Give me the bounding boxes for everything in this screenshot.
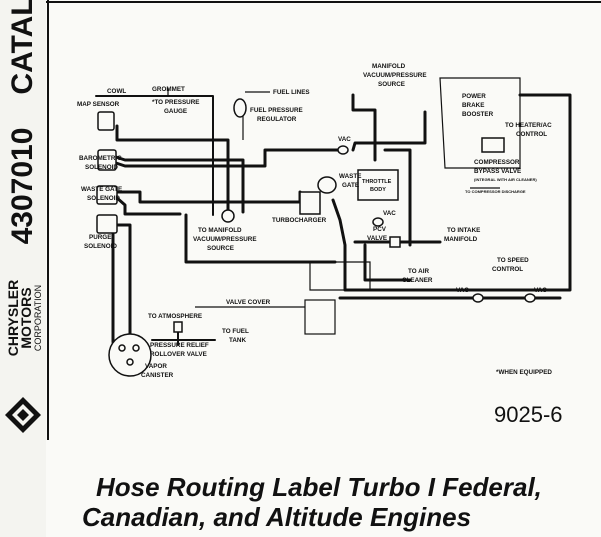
waste-gate-actuator — [317, 176, 337, 194]
label-manifold-top-2: VACUUM/PRESSURE — [363, 72, 427, 79]
brake-booster-outline — [439, 77, 521, 169]
label-fuel-lines: FUEL LINES — [273, 89, 310, 96]
label-vac-1: VAC — [338, 136, 351, 143]
label-brake-1: POWER — [462, 93, 486, 100]
label-cowl: COWL — [107, 88, 126, 95]
canister-port-1 — [118, 344, 126, 352]
throttle-body — [357, 169, 399, 201]
barometric-solenoid — [97, 149, 117, 171]
label-fuel-regulator-1: FUEL PRESSURE — [250, 107, 303, 114]
map-sensor — [97, 111, 115, 131]
label-speed-1: TO SPEED — [497, 257, 529, 264]
label-to-fuel-tank-1: TO FUEL — [222, 328, 249, 335]
canister-port-2 — [132, 344, 140, 352]
caption-line2: Canadian, and Altitude Engines — [82, 502, 472, 532]
label-throttle-1: THROTTLE — [362, 179, 392, 185]
label-to-intake-2: MANIFOLD — [444, 236, 478, 243]
pcv-valve — [389, 236, 401, 248]
label-vac-4: VAC — [534, 287, 547, 294]
label-purge-2: SOLENOID — [84, 243, 117, 250]
label-to-compressor: TO COMPRESSOR DISCHARGE — [465, 189, 526, 194]
cowl-line — [95, 95, 214, 216]
label-pcv-2: VALVE — [367, 235, 387, 242]
label-fuel-regulator-2: REGULATOR — [257, 116, 297, 123]
compressor-bypass-valve — [481, 137, 505, 153]
label-to-manifold-3: SOURCE — [207, 245, 234, 252]
label-speed-2: CONTROL — [492, 266, 523, 273]
label-vapor-2: CANISTER — [141, 372, 174, 379]
label-to-fuel-tank-2: TANK — [229, 337, 246, 344]
label-turbocharger: TURBOCHARGER — [272, 217, 327, 224]
figure-number: 9025-6 — [494, 402, 563, 427]
map-sensor-hose — [115, 124, 230, 214]
turbocharger — [299, 191, 321, 215]
engine-outline — [309, 261, 371, 291]
label-waste-gate-2: GATE — [342, 182, 359, 189]
label-to-manifold-1: TO MANIFOLD — [198, 227, 242, 234]
pressure-relief-valve — [173, 321, 183, 333]
label-purge-1: PURGE — [89, 234, 111, 241]
vac-fitting-2 — [372, 217, 384, 227]
label-vac-2: VAC — [383, 210, 396, 217]
label-waste-gate-1: WASTE — [339, 173, 361, 180]
caption: Hose Routing Label Turbo I Federal, Cana… — [64, 472, 542, 532]
pentastar-logo — [5, 397, 41, 433]
label-barometric-2: SOLENOID — [85, 164, 118, 171]
brake-booster-hose — [351, 110, 427, 152]
label-compressor-3: (INTEGRAL WITH AIR CLEANER) — [474, 177, 537, 182]
barometric-hose — [114, 155, 245, 214]
label-valve-cover: VALVE COVER — [226, 299, 271, 306]
label-manifold-top-1: MANIFOLD — [372, 63, 406, 70]
waste-gate-solenoid — [96, 185, 118, 205]
label-vac-3: VAC — [456, 287, 469, 294]
valve-cover-block — [304, 299, 336, 335]
label-vapor-1: VAPOR — [145, 363, 167, 370]
catalog-sidebar: CATAL 4307010 CHRYSLER MOTORS CORPORATIO… — [0, 0, 46, 537]
label-map-sensor: MAP SENSOR — [77, 101, 120, 108]
vac-fitting-1 — [337, 145, 349, 155]
label-to-intake-1: TO INTAKE — [447, 227, 480, 234]
label-waste-gate-sol-1: WASTE GATE — [81, 186, 122, 193]
purge-solenoid — [96, 214, 118, 234]
label-compressor-2: BYPASS VALVE — [474, 168, 521, 175]
label-brake-3: BOOSTER — [462, 111, 494, 118]
vacuum-main-line — [184, 213, 337, 264]
label-pcv-1: PCV — [373, 226, 387, 233]
label-compressor-1: COMPRESSOR — [474, 159, 520, 166]
manifold-top-hose — [351, 93, 377, 162]
vac-fitting-4 — [524, 293, 536, 303]
label-grommet: GROMMET — [152, 86, 185, 93]
label-waste-gate-sol-2: SOLENOID — [87, 195, 120, 202]
label-heater-2: CONTROL — [516, 131, 547, 138]
label-when-equipped: *WHEN EQUIPPED — [496, 369, 552, 376]
pcv-down-hose — [363, 243, 412, 282]
label-to-pressure-1: *TO PRESSURE — [152, 99, 199, 106]
label-pressure-relief-1: PRESSURE RELIEF — [150, 342, 209, 349]
vac-fitting-3 — [472, 293, 484, 303]
caption-line1: Hose Routing Label Turbo I Federal, — [96, 472, 542, 502]
label-throttle-2: BODY — [370, 187, 386, 193]
label-air-cleaner-2: CLEANER — [402, 277, 433, 284]
label-heater-1: TO HEATER/AC — [505, 122, 552, 129]
label-barometric-1: BAROMETRIC — [79, 155, 122, 162]
label-air-cleaner-1: TO AIR — [408, 268, 429, 275]
label-to-atmosphere: TO ATMOSPHERE — [148, 313, 202, 320]
waste-gate-solenoid-hose-2 — [115, 196, 182, 216]
manifold-fitting — [221, 209, 235, 223]
label-pressure-relief-2: ROLLOVER VALVE — [150, 351, 207, 358]
throttle-body-hose — [383, 148, 412, 247]
label-to-manifold-2: VACUUM/PRESSURE — [193, 236, 257, 243]
hose-routing-diagram: COWL GROMMET *TO PRESSURE GAUGE FUEL LIN… — [46, 0, 601, 440]
label-brake-2: BRAKE — [462, 102, 484, 109]
purge-hose — [116, 223, 132, 344]
barometric-vent-hose — [114, 148, 341, 168]
vapor-canister — [108, 333, 152, 377]
fuel-pressure-regulator — [233, 98, 247, 118]
canister-port-3 — [126, 358, 134, 366]
label-to-pressure-2: GAUGE — [164, 108, 187, 115]
label-manifold-top-3: SOURCE — [378, 81, 405, 88]
waste-gate-solenoid-hose — [115, 190, 302, 204]
